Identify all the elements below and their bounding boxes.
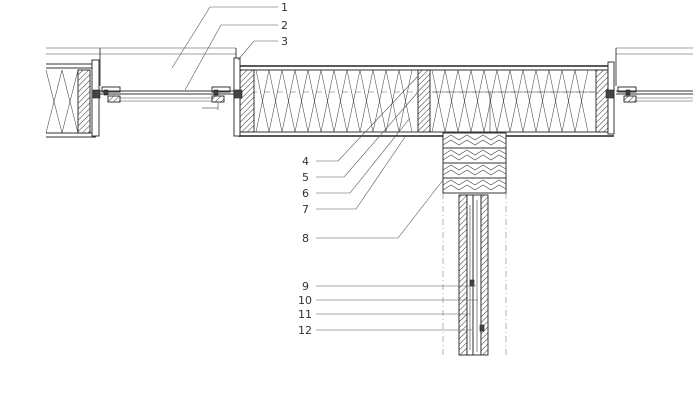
beam-post-left bbox=[239, 69, 255, 133]
callout-5: 5 bbox=[302, 171, 309, 184]
beam-insulation-right bbox=[431, 69, 589, 133]
wall-layer-outer bbox=[458, 194, 468, 356]
left-window bbox=[99, 47, 237, 110]
callout-3: 3 bbox=[281, 35, 288, 48]
callout-4: 4 bbox=[302, 155, 309, 168]
callout-12: 12 bbox=[298, 324, 312, 337]
vertical-wall bbox=[442, 193, 507, 356]
beam-insulation-left bbox=[255, 69, 413, 133]
left-wall-post bbox=[77, 69, 91, 134]
callout-1: 1 bbox=[281, 1, 288, 14]
beam-post-right bbox=[595, 69, 609, 133]
left-wall-panel bbox=[45, 47, 101, 138]
callout-7: 7 bbox=[302, 203, 309, 216]
leader-lines bbox=[171, 6, 478, 331]
callout-10: 10 bbox=[298, 294, 312, 307]
callout-6: 6 bbox=[302, 187, 309, 200]
callout-11: 11 bbox=[298, 308, 312, 321]
callout-labels: 1 2 3 4 5 6 7 8 9 10 11 12 bbox=[281, 1, 312, 337]
callout-8: 8 bbox=[302, 232, 309, 245]
right-window bbox=[615, 47, 693, 103]
main-beam-panel bbox=[233, 57, 615, 137]
head-block bbox=[442, 132, 507, 194]
left-wall-insulation bbox=[45, 69, 79, 134]
callout-2: 2 bbox=[281, 19, 288, 32]
beam-post-center bbox=[417, 69, 431, 133]
callout-9: 9 bbox=[302, 280, 309, 293]
